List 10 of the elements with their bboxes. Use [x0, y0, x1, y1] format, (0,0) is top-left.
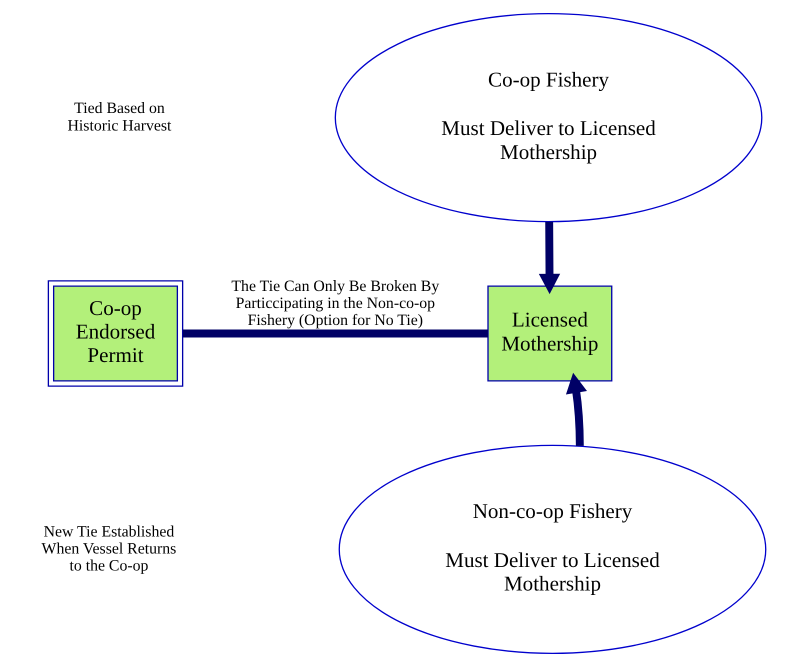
arrow — [538, 222, 560, 294]
node-ellipse: Non-co-op Fishery Must Deliver to Licensed Mothership — [338, 444, 766, 654]
arrow — [565, 372, 586, 446]
label: Tied Based on Historic Harvest — [67, 100, 171, 134]
node-box: Co-op Endorsed Permit — [47, 280, 183, 387]
node-box: Licensed Mothership — [486, 285, 612, 382]
label: New Tie Established When Vessel Returns to the Co-op — [41, 523, 176, 575]
connector — [182, 330, 488, 338]
edge-label: The Tie Can Only Be Broken By Particcipating in the Non-co-op Fishery (Option for No Tie) — [230, 278, 439, 330]
node-ellipse: Co-op Fishery Must Deliver to Licensed Mothership — [334, 13, 762, 222]
